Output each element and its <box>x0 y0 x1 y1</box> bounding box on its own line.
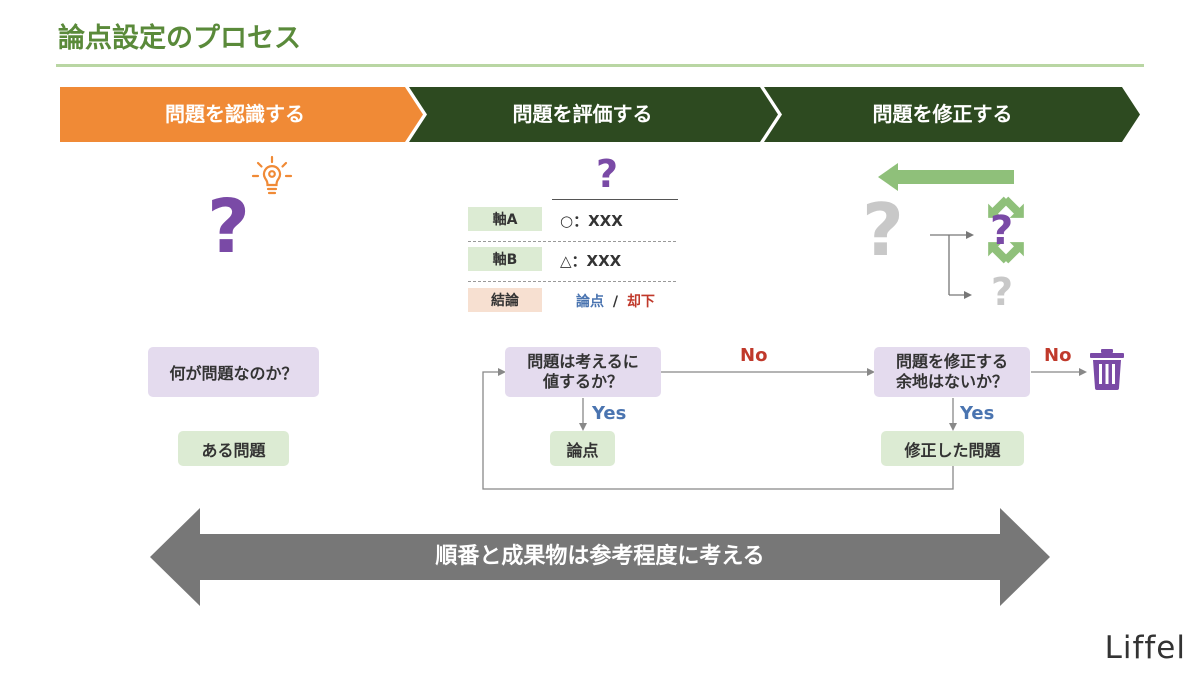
evaluate-result-box: 論点 <box>550 431 615 466</box>
gray-question-mark-icon: ? <box>862 188 904 272</box>
yes-label: Yes <box>960 403 995 424</box>
evaluate-question-line1: 問題は考えるに <box>527 352 639 371</box>
process-chevron-bar <box>60 87 1140 142</box>
no-label: No <box>740 345 768 366</box>
recognize-result-text: ある問題 <box>201 440 266 460</box>
axis-a-label: 軸A <box>468 207 542 231</box>
step-modify-label: 問題を修正する <box>872 102 1013 126</box>
question-mark-icon: ? <box>990 208 1014 254</box>
gray-question-mark-icon: ? <box>991 270 1014 314</box>
page-title: 論点設定のプロセス <box>58 23 301 54</box>
brand-logo: Liffel <box>1104 630 1186 666</box>
step-recognize-label: 問題を認識する <box>165 102 305 126</box>
evaluate-question-box: 問題は考えるに 値するか？ <box>505 347 661 397</box>
converging-arrows-icon <box>988 196 1024 264</box>
recognize-question-box: 何が問題なのか？ <box>148 347 319 397</box>
question-mark-icon: ? <box>596 152 619 196</box>
modify-result-box: 修正した問題 <box>881 431 1024 466</box>
axis-b-value: △：XXX <box>560 252 622 270</box>
step-3-chevron <box>764 87 1140 142</box>
recognize-result-box: ある問題 <box>178 431 289 466</box>
axis-a-value: ○：XXX <box>560 212 623 230</box>
no-label: No <box>1044 345 1072 366</box>
modify-illustration <box>878 163 1024 299</box>
yes-label: Yes <box>592 403 627 424</box>
double-arrow-banner <box>150 508 1050 606</box>
table-top-rule <box>552 199 678 200</box>
modify-result-text: 修正した問題 <box>904 440 1001 460</box>
left-arrow-icon <box>878 163 1014 191</box>
conclusion-value: 論点 / 却下 <box>576 291 655 311</box>
row-divider <box>468 281 676 282</box>
step-1-chevron <box>60 87 423 142</box>
question-mark-icon: ? <box>207 184 250 270</box>
banner-text: 順番と成果物は参考程度に考える <box>435 544 765 569</box>
evaluate-question-line2: 値するか？ <box>542 372 623 391</box>
title-divider <box>56 64 1144 67</box>
modify-question-line2: 余地はないか？ <box>895 372 1008 391</box>
step-evaluate-label: 問題を評価する <box>512 102 653 126</box>
row-divider <box>468 241 676 242</box>
modify-question-line1: 問題を修正する <box>895 352 1008 371</box>
conclusion-no: 却下 <box>626 294 655 310</box>
trash-icon <box>1090 349 1124 390</box>
modify-question-box: 問題を修正する 余地はないか？ <box>874 347 1030 397</box>
axis-b-label: 軸B <box>468 247 542 271</box>
evaluate-result-text: 論点 <box>566 440 599 460</box>
step-2-chevron <box>409 87 778 142</box>
recognize-question-text: 何が問題なのか？ <box>169 364 298 383</box>
conclusion-label: 結論 <box>468 288 542 312</box>
conclusion-yes: 論点 <box>576 294 604 310</box>
lightbulb-icon <box>251 155 293 195</box>
conclusion-separator: / <box>612 294 618 310</box>
